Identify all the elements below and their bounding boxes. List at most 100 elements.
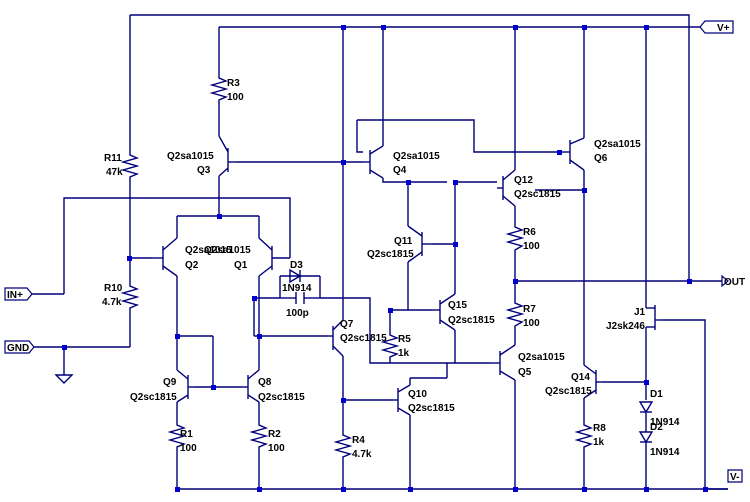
d3-symbol — [289, 268, 302, 284]
r2-symbol — [249, 420, 269, 452]
q8-symbol — [242, 369, 260, 403]
other-components — [54, 268, 662, 460]
vminus-label: V- — [730, 472, 739, 483]
r1-value: 100 — [180, 443, 197, 454]
r5-value: 1k — [398, 348, 410, 359]
q8-model: Q2sc1815 — [258, 392, 305, 403]
j1-symbol — [645, 305, 662, 330]
q11-name: Q11 — [394, 236, 413, 247]
wires — [32, 14, 728, 490]
r8-name: R8 — [593, 423, 606, 434]
q6-symbol — [560, 137, 585, 171]
d2-symbol — [638, 431, 654, 460]
r1-symbol — [167, 420, 187, 452]
q3-name: Q3 — [197, 165, 211, 176]
q10-model: Q2sc1815 — [408, 403, 455, 414]
r6-symbol — [505, 222, 525, 255]
r6-value: 100 — [523, 241, 540, 252]
q5-model: Q2sa1015 — [518, 352, 565, 363]
r8-value: 1k — [593, 437, 605, 448]
d1-model: 1N914 — [650, 417, 680, 428]
q4-symbol — [363, 145, 384, 179]
q11-symbol — [407, 225, 432, 263]
q15-model: Q2sc1815 — [448, 315, 495, 326]
q9-model: Q2sc1815 — [130, 392, 177, 403]
d2-model: 1N914 — [650, 447, 680, 458]
vplus-flag — [699, 20, 734, 34]
j1-model: J2sk246 — [606, 321, 645, 332]
q5-name: Q5 — [518, 367, 532, 378]
r4-name: R4 — [352, 435, 365, 446]
out-flag — [721, 274, 729, 288]
c1-symbol — [295, 292, 305, 304]
j1-name: J1 — [634, 307, 646, 318]
q8-name: Q8 — [258, 377, 272, 388]
r2-name: R2 — [268, 429, 281, 440]
r3-value: 100 — [227, 92, 244, 103]
q2-model: Q2sa1015 — [185, 245, 232, 256]
q1-name: Q1 — [234, 260, 248, 271]
q4-model: Q2sa1015 — [393, 151, 440, 162]
q4-name: Q4 — [393, 165, 407, 176]
r7-value: 100 — [523, 318, 540, 329]
q10-name: Q10 — [408, 389, 427, 400]
q10-symbol — [393, 384, 411, 416]
q5-symbol — [490, 344, 516, 381]
r7-name: R7 — [523, 304, 536, 315]
q14-symbol — [583, 364, 602, 399]
gnd-flag — [4, 340, 35, 354]
gnd-label: GND — [7, 343, 29, 354]
vplus-label: V+ — [717, 23, 730, 34]
resistors — [120, 72, 594, 462]
ground-symbol — [54, 374, 74, 384]
q14-name: Q14 — [571, 372, 590, 383]
q14-model: Q2sc1815 — [545, 386, 592, 397]
r10-symbol — [120, 281, 140, 310]
q9-symbol — [176, 369, 194, 403]
q12-symbol — [497, 169, 516, 207]
r6-name: R6 — [523, 227, 536, 238]
r4-symbol — [333, 430, 353, 462]
q6-model: Q2sa1015 — [594, 139, 641, 150]
q6-name: Q6 — [594, 153, 608, 164]
c1-value: 100p — [286, 308, 309, 319]
q3-symbol — [218, 135, 236, 177]
vminus-flag — [727, 469, 743, 483]
r11-value: 47k — [106, 167, 123, 178]
d2-name: D2 — [650, 422, 663, 433]
d3-name: D3 — [290, 260, 303, 271]
inplus-flag — [4, 287, 33, 301]
q7-model: Q2sc1815 — [340, 333, 387, 344]
q11-model: Q2sc1815 — [367, 249, 414, 260]
r5-name: R5 — [398, 334, 411, 345]
r5-symbol — [380, 330, 400, 360]
q12-model: Q2sc1815 — [514, 189, 561, 200]
out-label: OUT — [724, 277, 745, 288]
r2-value: 100 — [268, 443, 285, 454]
r10-value: 4.7k — [102, 297, 122, 308]
d3-model: 1N914 — [282, 283, 312, 294]
r8-symbol — [574, 420, 594, 452]
inplus-label: IN+ — [7, 290, 23, 301]
r4-value: 4.7k — [352, 449, 372, 460]
q15-symbol — [432, 293, 456, 331]
q7-name: Q7 — [340, 319, 354, 330]
r3-name: R3 — [227, 78, 240, 89]
component-labels: R3 100 R11 47k R10 4.7k R1 100 R2 100 R4… — [102, 78, 680, 460]
transistors — [153, 135, 602, 416]
d1-symbol — [638, 401, 654, 432]
d1-name: D1 — [650, 389, 663, 400]
q1-model: Q2sa1015 — [204, 245, 251, 256]
q2-symbol — [153, 237, 178, 277]
q7-symbol — [328, 319, 344, 357]
q9-name: Q9 — [163, 377, 177, 388]
r3-symbol — [209, 72, 229, 106]
r10-name: R10 — [104, 283, 123, 294]
r1-name: R1 — [180, 429, 193, 440]
q3-model: Q2sa1015 — [167, 151, 214, 162]
q2-name: Q2 — [185, 260, 199, 271]
r11-symbol — [120, 150, 140, 180]
q12-name: Q12 — [514, 175, 533, 186]
